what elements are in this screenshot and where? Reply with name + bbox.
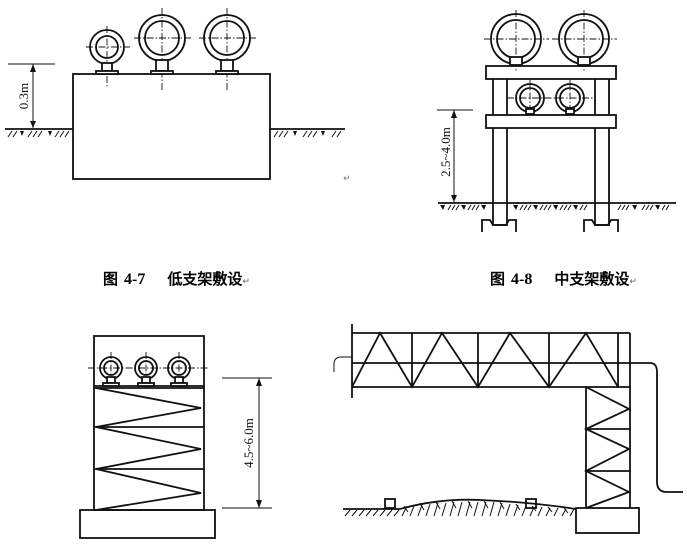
dimension-label: 0.3m <box>16 83 31 109</box>
figure-low-support: 0.3m <box>5 8 345 180</box>
pipe-drop <box>649 362 683 493</box>
caption-fig-4-8: 图 4-8 中支架敷设↵ <box>490 268 637 289</box>
figure-truss-support <box>333 324 683 534</box>
return-mark: ↵ <box>242 277 250 287</box>
ground-surface <box>343 498 577 510</box>
pipe-small <box>86 26 130 88</box>
tower-foundation <box>575 507 640 534</box>
stray-return-mark: ↵ <box>343 174 351 184</box>
ground-marker-right <box>525 498 537 509</box>
ground-hatch <box>344 500 575 517</box>
figure-medium-support: 2.5~4.0m <box>437 10 676 232</box>
lower-pipe-left <box>507 80 596 118</box>
pipe-large-2 <box>199 8 258 90</box>
return-mark: ↵ <box>629 277 637 287</box>
pipe-large-1 <box>134 8 192 90</box>
tower-bracing <box>583 386 632 509</box>
caption-title: 中支架敷设 <box>554 270 630 288</box>
dimension-label: 4.5~6.0m <box>241 418 256 468</box>
upper-beam <box>485 65 617 80</box>
caption-fig-4-7: 图 4-7 低支架敷设↵ <box>103 268 250 289</box>
pipe-2 <box>134 352 158 388</box>
footing-left <box>481 219 517 232</box>
support-frame <box>93 335 205 511</box>
ground-line-left <box>5 128 73 138</box>
foundation <box>79 509 216 539</box>
ground-line <box>438 202 676 211</box>
caption-label: 图 <box>490 270 506 288</box>
caption-title: 低支架敷设 <box>167 270 243 288</box>
lower-pipe-right <box>555 80 585 118</box>
footing-right <box>583 219 619 232</box>
dimension-label: 2.5~4.0m <box>438 127 453 177</box>
lower-beam <box>485 114 617 129</box>
pipe-1 <box>99 352 123 388</box>
caption-number: 4-7 <box>124 271 146 288</box>
pipe-3 <box>167 352 191 388</box>
figure-high-support: 4.5~6.0m <box>79 335 272 539</box>
caption-number: 4-8 <box>511 271 533 288</box>
dimension-4-5-6-0m: 4.5~6.0m <box>222 377 272 509</box>
concrete-support-block <box>72 73 271 180</box>
upper-pipe-right <box>552 10 617 72</box>
pipe-end <box>333 356 352 372</box>
upper-pipe-left <box>484 10 549 72</box>
dimension-0-3m: 0.3m <box>8 63 55 128</box>
truss-web <box>351 331 619 389</box>
ground-line-right <box>270 128 345 138</box>
caption-label: 图 <box>103 270 119 288</box>
zigzag-bracing <box>95 387 202 511</box>
ground-marker-left <box>384 498 396 509</box>
dimension-2-5-4-0m: 2.5~4.0m <box>437 109 473 202</box>
